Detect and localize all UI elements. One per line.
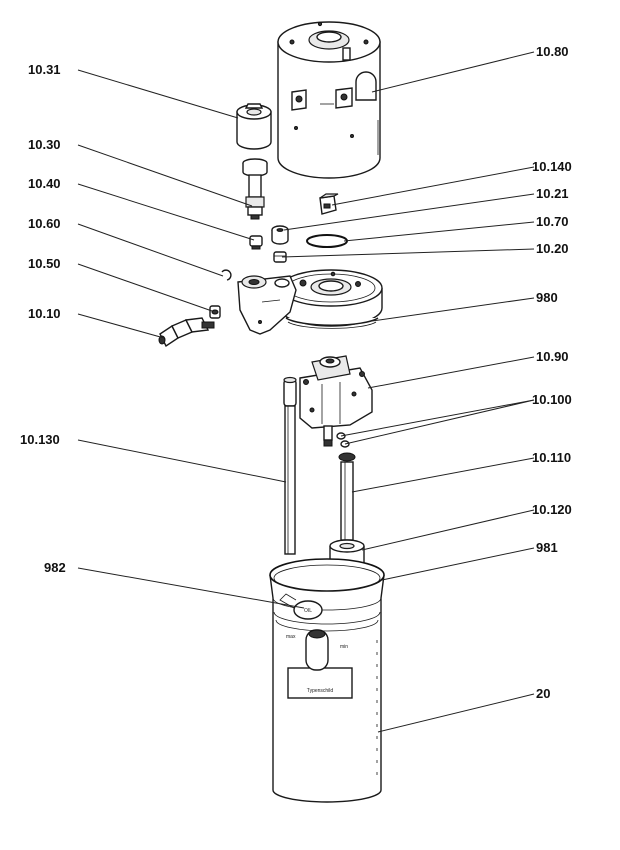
label-10-130: 10.130 <box>20 432 60 447</box>
label-10-80: 10.80 <box>536 44 569 59</box>
oil-cap-982: OIL <box>279 593 329 671</box>
filter-10-40 <box>249 235 263 250</box>
label-10-60: 10.60 <box>28 216 61 231</box>
label-10-40: 10.40 <box>28 176 61 191</box>
pump-10-90 <box>299 355 373 447</box>
label-10-30: 10.30 <box>28 137 61 152</box>
coupling-10-140 <box>319 193 339 215</box>
fitting-10-10 <box>158 317 215 348</box>
check-valve-10-21 <box>271 225 289 245</box>
leader-lines <box>77 51 535 733</box>
label-980: 980 <box>536 290 558 305</box>
label-10-10: 10.10 <box>28 306 61 321</box>
part-labels: 10.31 10.30 10.40 10.60 10.50 10.10 10.1… <box>20 44 572 701</box>
solenoid-coil-10-31 <box>236 103 272 150</box>
reservoir-20: Typenschild max min <box>269 558 385 803</box>
label-10-120: 10.120 <box>532 502 572 517</box>
label-10-140: 10.140 <box>532 159 572 174</box>
o-ring-10-70 <box>306 234 348 248</box>
label-981: 981 <box>536 540 558 555</box>
plug-10-50 <box>209 305 221 319</box>
label-10-50: 10.50 <box>28 256 61 271</box>
label-10-110: 10.110 <box>532 450 571 465</box>
center-block-10-10 <box>237 269 383 335</box>
label-20: 20 <box>536 686 550 701</box>
oil-cap-text: OIL <box>304 608 312 614</box>
label-10-31: 10.31 <box>28 62 61 77</box>
return-tube-10-130 <box>283 376 297 555</box>
label-10-21: 10.21 <box>536 186 569 201</box>
label-982: 982 <box>44 560 66 575</box>
level-mark-max: max <box>286 634 296 640</box>
label-10-70: 10.70 <box>536 214 569 229</box>
type-plate-text: Typenschild <box>307 688 334 694</box>
valve-cartridge-10-30 <box>242 158 268 220</box>
circlip-10-60 <box>221 269 232 281</box>
level-mark-min: min <box>340 644 348 650</box>
seal-10-20 <box>273 251 287 263</box>
seal-ring-980 <box>285 317 379 329</box>
label-10-90: 10.90 <box>536 349 569 364</box>
label-10-20: 10.20 <box>536 241 569 256</box>
motor-10-80 <box>277 21 381 179</box>
suction-tube-10-110 <box>338 452 356 541</box>
label-10-100: 10.100 <box>532 392 572 407</box>
